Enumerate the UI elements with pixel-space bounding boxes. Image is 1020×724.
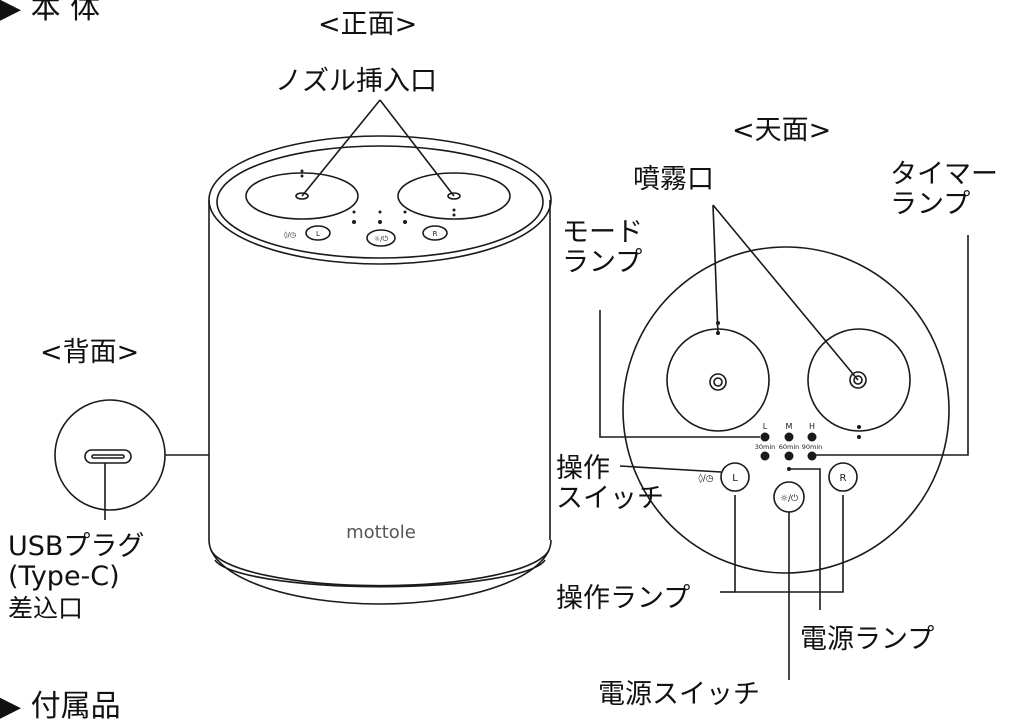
timer-label-90: 90min (802, 443, 823, 451)
back-view-heading: <背面> (40, 337, 140, 368)
mode-lamp-h (807, 432, 817, 442)
usb-plug-line2: (Type-C) (8, 560, 120, 592)
left-spray-pad (666, 328, 770, 432)
usb-plug-label: USBプラグ (Type-C) 差込口 (8, 532, 144, 623)
mode-lamp-label: モード ランプ (562, 218, 643, 277)
top-left-button[interactable] (720, 462, 750, 492)
mode-lamp-line2: ランプ (562, 246, 643, 278)
operation-switch-line1: 操作 (556, 453, 610, 484)
mode-label-h: H (809, 422, 815, 431)
timer-label-30: 30min (755, 443, 776, 451)
usb-plug-line3: 差込口 (8, 594, 84, 624)
front-power-symbol: ☼/⏻ (374, 235, 389, 243)
top-view-heading: <天面> (732, 115, 832, 146)
timer-lamp-60 (784, 451, 794, 461)
top-left-button-label: L (732, 473, 738, 484)
left-nozzle-port-icon (295, 192, 309, 200)
operation-switch-line2: スイッチ (556, 482, 664, 514)
mode-lamp-m (784, 432, 794, 442)
usb-plug-line1: USBプラグ (8, 531, 145, 562)
mode-indicator-dot (716, 321, 720, 325)
mode-lamp-line1: モード (562, 217, 643, 248)
mode-lamp-l (760, 432, 770, 442)
mode-label-m: M (786, 422, 793, 431)
mode-label-l: L (763, 422, 768, 431)
brand-logo: mottole (346, 522, 416, 543)
front-left-button-label: L (316, 230, 320, 238)
right-nozzle-port-icon (447, 192, 461, 200)
spray-port-label: 噴霧口 (633, 164, 714, 195)
nozzle-port-label: ノズル挿入口 (275, 66, 437, 97)
humidifier-front-view (208, 135, 552, 605)
timer-lamp-line2: ランプ (890, 188, 971, 220)
usb-c-port-icon (84, 449, 132, 464)
timer-lamp-label: タイマー ランプ (890, 160, 998, 219)
operation-lamp-label: 操作ランプ (556, 583, 691, 614)
right-spray-port-icon (849, 371, 867, 389)
right-nozzle-pad (397, 172, 511, 220)
section-heading-main: ▶ 本 体 (0, 0, 100, 25)
main-body-heading: 本 体 (30, 0, 101, 26)
top-right-button-label: R (840, 473, 847, 484)
mode-indicator-dot (716, 331, 720, 335)
top-mist-timer-symbol: ◊/◷ (698, 473, 713, 484)
top-right-button[interactable] (828, 462, 858, 492)
power-switch-label: 電源スイッチ (598, 679, 760, 710)
timer-lamp-line1: タイマー (890, 159, 998, 190)
operation-switch-label: 操作 スイッチ (556, 454, 664, 513)
front-left-button[interactable] (305, 225, 331, 241)
front-mist-timer-symbol: ◊/◷ (284, 231, 297, 239)
power-lamp-dot (787, 467, 791, 471)
front-power-button[interactable] (366, 229, 396, 247)
timer-lamp-90 (807, 451, 817, 461)
timer-label-60: 60min (779, 443, 800, 451)
power-lamp-label: 電源ランプ (800, 624, 935, 655)
front-view-heading: <正面> (318, 9, 418, 40)
timer-lamp-30 (760, 451, 770, 461)
triangle-bullet-icon: ▶ (0, 0, 22, 26)
left-spray-port-icon (709, 373, 727, 391)
front-right-button-label: R (433, 230, 438, 238)
humidifier-top-view (622, 246, 950, 574)
front-right-button[interactable] (422, 225, 448, 241)
top-power-symbol: ☼/⏻ (780, 493, 798, 504)
right-spray-pad (807, 328, 911, 432)
left-nozzle-pad (245, 172, 359, 220)
